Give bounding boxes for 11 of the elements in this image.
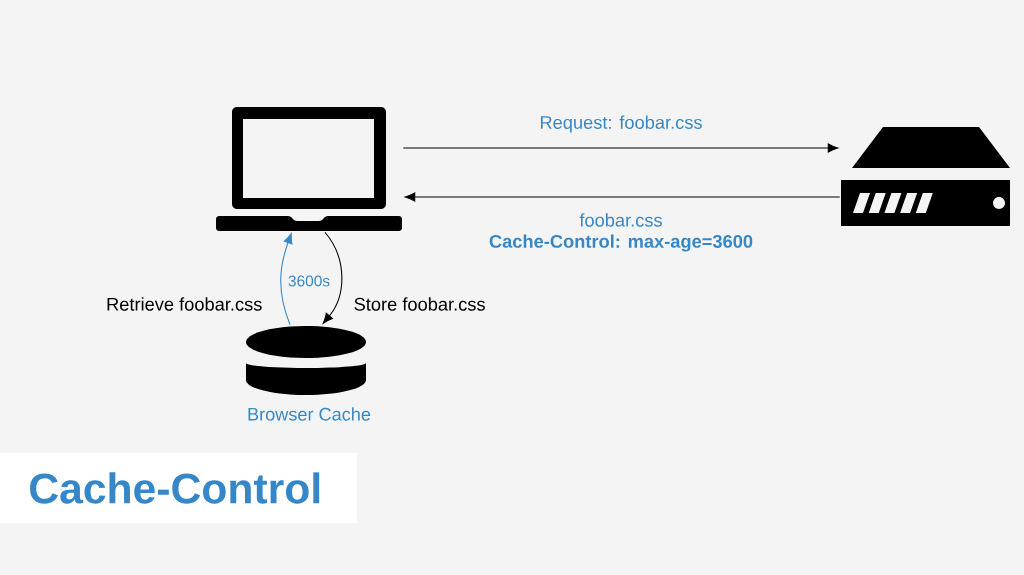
- arrow: [322, 231, 343, 324]
- node-caption: Browser Cache: [248, 407, 371, 421]
- arrow: [404, 192, 841, 202]
- title-banner: Cache-Control: [0, 453, 357, 523]
- cylinder-icon: [246, 326, 366, 395]
- text-label: 3600s: [288, 275, 330, 287]
- server-icon: [841, 127, 1010, 226]
- arrow: [280, 233, 293, 326]
- edge-label: Request: foobar.css: [538, 114, 704, 134]
- text-label: Cache-Control: max-age=3600: [489, 234, 753, 252]
- arrow: [402, 143, 839, 153]
